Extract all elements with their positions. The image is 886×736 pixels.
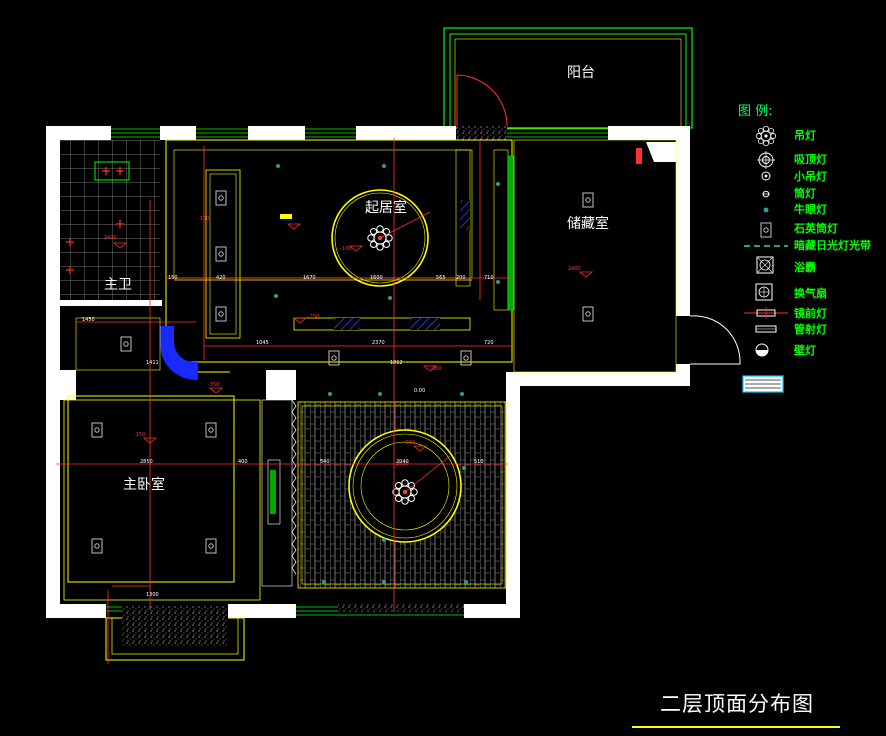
tube-light-icon [755,325,777,333]
legend-label-4: 牛眼灯 [794,202,827,216]
exhaust-fan-icon [755,283,773,301]
level-living-bar: -250 [308,314,319,320]
dim-top-2: 1670 [303,275,316,281]
legend-label-11: 壁灯 [794,343,816,357]
legend-label-6: 暗藏日光灯光带 [794,238,871,252]
legend: 图 例: 吊灯 吸顶灯 小吊灯 筒灯 牛眼灯 石英筒灯 暗藏日光灯光带 [738,104,871,393]
bathroom: 2400 主卫 [60,140,162,306]
dim-bedroom-3: 2040 [396,459,409,465]
fluorescent-box-icon [742,375,784,393]
dim-center-1: 0.00 [414,388,425,394]
legend-label-9: 镜前灯 [794,306,827,320]
legend-label-7: 浴霸 [794,260,816,274]
legend-label-1: 吸顶灯 [794,152,827,166]
legend-label-8: 换气扇 [794,286,827,300]
level-storage: 2400 [568,266,581,272]
level-living-center: -100 [340,246,351,252]
corridor-room: -350 [75,317,223,394]
room-label-bedroom: 主卧室 [123,476,165,493]
dim-center-0: 1812 [390,360,403,366]
dim-top-1: 420 [216,275,226,281]
storage-room: 2400 储藏室 [513,139,741,373]
master-bedroom: -150 主卧室 [63,395,297,601]
dim-left-2: 1300 [146,592,159,598]
legend-title: 图 例: [738,104,773,119]
dimension-lines [56,138,512,664]
dim-top-6: 710 [484,275,494,281]
bullseye-lamp-icon [763,207,769,213]
legend-label-3: 筒灯 [794,186,816,200]
dim-bedroom-4: 510 [474,459,484,465]
dim-top-3: 1600 [370,275,383,281]
dim-left-0: 1450 [82,317,95,323]
dim-middle-1: 2370 [372,340,385,346]
drawing-title: 二层顶面分布图 [660,692,814,716]
dimension-texts: 150 420 1670 1600 565 200 710 1045 2370 … [82,275,494,598]
level-bedroom: -150 [134,432,145,438]
drawing-title-block: 二层顶面分布图 [632,692,840,728]
dim-top-5: 200 [456,275,466,281]
dim-left-1: 1411 [146,360,159,366]
balcony: 阳台 [443,27,693,140]
dim-bedroom-1: 400 [238,459,248,465]
room-label-balcony: 阳台 [567,65,595,81]
room-label-living: 起居室 [365,199,407,216]
dim-top-0: 150 [168,275,178,281]
chandelier-icon [755,125,777,147]
room-label-bath: 主卫 [104,277,132,293]
legend-label-0: 吊灯 [794,128,816,142]
quartz-downlight-icon [760,222,772,238]
dim-middle-2: 720 [484,340,494,346]
bath-heater-icon [756,256,774,274]
downlight-icon [762,190,770,198]
room-label-storage: 储藏室 [567,215,609,232]
living-room: -150 -100 -250 -300 起居室 [160,139,515,380]
dim-bedroom-2: 540 [320,459,330,465]
wall-lamp-icon [755,343,769,357]
legend-label-10: 管射灯 [794,322,827,336]
ceiling-lamp-icon [757,151,775,169]
level-bath: 2400 [104,235,117,241]
dining-area: -210 2600 [297,392,507,589]
bay-window [105,604,464,661]
dim-bedroom-0: 2850 [140,459,153,465]
outer-walls [46,126,690,618]
level-dining: -210 [404,440,415,446]
legend-label-2: 小吊灯 [793,169,827,183]
dim-top-4: 565 [436,275,446,281]
mirror-light-icon [744,307,788,319]
small-pendant-icon [761,171,771,181]
dim-middle-0: 1045 [256,340,269,346]
level-corridor: -350 [208,382,219,388]
legend-label-5: 石英筒灯 [793,221,838,235]
level-living-low: -300 [430,366,441,372]
